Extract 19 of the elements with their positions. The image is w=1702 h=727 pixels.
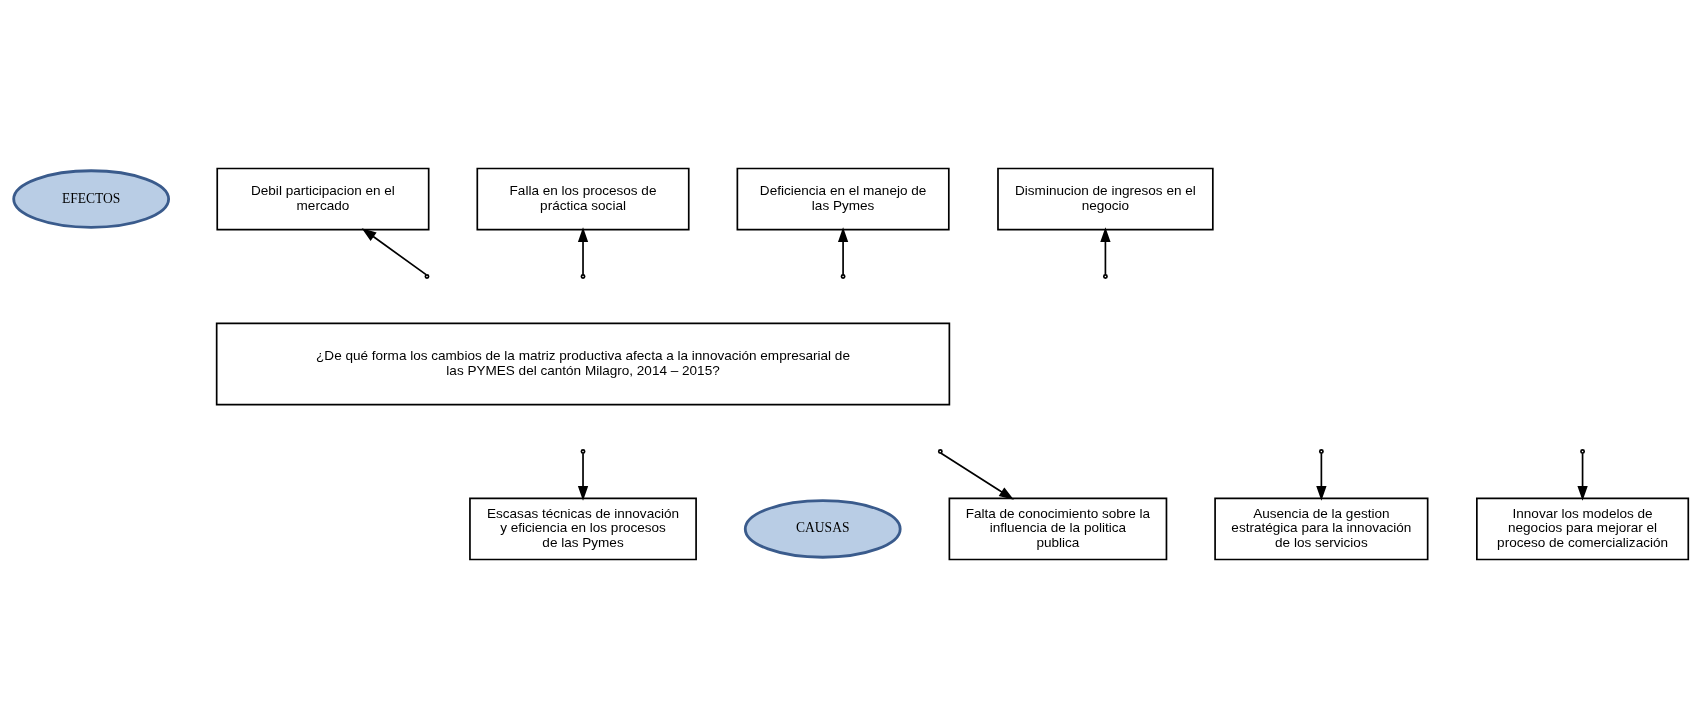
arrow — [577, 226, 589, 276]
arrow — [940, 451, 1014, 500]
node-ellipse: EFECTOS — [12, 168, 171, 229]
arrow — [577, 452, 589, 501]
node-ellipse: CAUSAS — [743, 498, 902, 559]
arrow — [361, 227, 427, 276]
arrow — [1316, 452, 1327, 501]
node-box: Falla en los procesos de práctica social — [476, 167, 690, 230]
node-box: Ausencia de la gestion estratégica para la innovación de los servicios — [1214, 497, 1429, 560]
node-box: Innovar los modelos de negocios para mejorar el proceso de comercialización — [1476, 497, 1690, 560]
node-box: ¿De qué forma los cambios de la matriz productiva afecta a la innovación empresarial de las PYMES del cantón Milagro, 2014 – 2015? — [215, 321, 951, 406]
node-box: Disminucion de ingresos en el negocio — [997, 167, 1214, 230]
arrow — [837, 226, 849, 276]
node-box: Escasas técnicas de innovación y eficiencia en los procesos de las Pymes — [469, 497, 697, 560]
node-box: Falta de conocimiento sobre la influencia de la politica publica — [948, 497, 1168, 560]
arrow — [1577, 452, 1588, 501]
node-box: Deficiencia en el manejo de las Pymes — [736, 167, 950, 230]
arrow — [1100, 226, 1111, 276]
node-box: Debil participacion en el mercado — [216, 167, 430, 230]
